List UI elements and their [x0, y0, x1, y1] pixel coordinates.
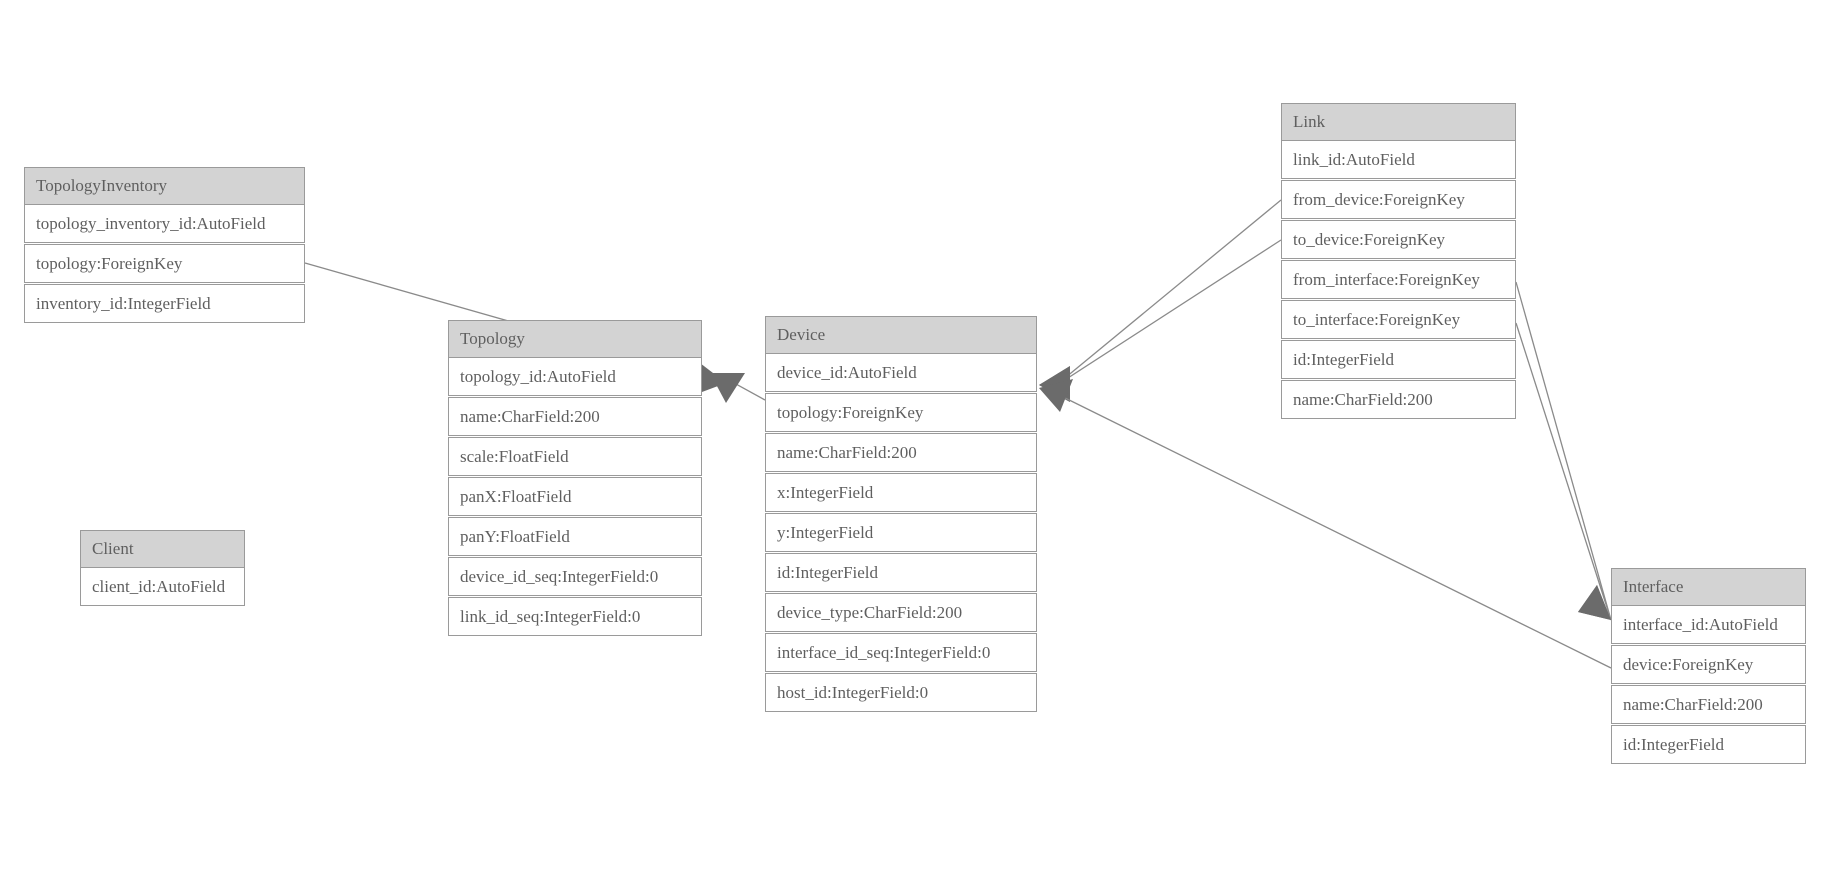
field-row[interactable]: from_interface:ForeignKey [1281, 260, 1516, 299]
entity-fields-client: client_id:AutoField [80, 568, 245, 606]
edge-arrowhead [1039, 366, 1070, 402]
field-row[interactable]: host_id:IntegerField:0 [765, 673, 1037, 712]
edge-arrowhead [1578, 585, 1611, 620]
edge-line [1053, 199, 1282, 388]
entity-title-device: Device [765, 316, 1037, 354]
relationship-link-to-interface [1515, 322, 1612, 621]
relationship-link-to-device [1039, 239, 1282, 402]
field-row[interactable]: topology:ForeignKey [765, 393, 1037, 432]
edge-arrowhead [700, 363, 726, 392]
field-row[interactable]: from_device:ForeignKey [1281, 180, 1516, 219]
entity-title-client: Client [80, 530, 245, 568]
field-row[interactable]: id:IntegerField [765, 553, 1037, 592]
field-row[interactable]: id:IntegerField [1611, 725, 1806, 764]
field-row[interactable]: client_id:AutoField [80, 568, 245, 606]
field-row[interactable]: id:IntegerField [1281, 340, 1516, 379]
relationship-interface-device [1039, 379, 1612, 669]
relationship-link-from-interface [1515, 281, 1612, 621]
entity-title-topologyinventory: TopologyInventory [24, 167, 305, 205]
field-row[interactable]: topology_id:AutoField [448, 358, 702, 396]
field-row[interactable]: to_interface:ForeignKey [1281, 300, 1516, 339]
field-row[interactable]: device_id:AutoField [765, 354, 1037, 392]
field-row[interactable]: x:IntegerField [765, 473, 1037, 512]
field-row[interactable]: inventory_id:IntegerField [24, 284, 305, 323]
field-row[interactable]: device_id_seq:IntegerField:0 [448, 557, 702, 596]
field-row[interactable]: scale:FloatField [448, 437, 702, 476]
edge-arrowhead [1039, 366, 1070, 402]
field-row[interactable]: topology:ForeignKey [24, 244, 305, 283]
field-row[interactable]: name:CharField:200 [1281, 380, 1516, 419]
relationship-device-topology [710, 373, 766, 403]
entity-title-topology: Topology [448, 320, 702, 358]
edge-arrowhead [710, 373, 745, 403]
edge-line [1515, 322, 1612, 621]
edge-line [724, 377, 766, 401]
entity-title-link: Link [1281, 103, 1516, 141]
field-row[interactable]: link_id_seq:IntegerField:0 [448, 597, 702, 636]
edge-line [1515, 281, 1612, 621]
field-row[interactable]: device:ForeignKey [1611, 645, 1806, 684]
edge-line [1053, 239, 1282, 388]
field-row[interactable]: to_device:ForeignKey [1281, 220, 1516, 259]
edge-line [1052, 391, 1612, 669]
field-row[interactable]: panY:FloatField [448, 517, 702, 556]
field-row[interactable]: topology_inventory_id:AutoField [24, 205, 305, 243]
field-row[interactable]: name:CharField:200 [1611, 685, 1806, 724]
field-row[interactable]: name:CharField:200 [448, 397, 702, 436]
field-row[interactable]: y:IntegerField [765, 513, 1037, 552]
entity-title-interface: Interface [1611, 568, 1806, 606]
field-row[interactable]: interface_id:AutoField [1611, 606, 1806, 644]
field-row[interactable]: link_id:AutoField [1281, 141, 1516, 179]
field-row[interactable]: interface_id_seq:IntegerField:0 [765, 633, 1037, 672]
relationship-link-from-device [1039, 199, 1282, 402]
edge-arrowhead [1578, 585, 1611, 620]
edge-arrowhead [1039, 379, 1073, 412]
field-row[interactable]: name:CharField:200 [765, 433, 1037, 472]
field-row[interactable]: device_type:CharField:200 [765, 593, 1037, 632]
field-row[interactable]: panX:FloatField [448, 477, 702, 516]
